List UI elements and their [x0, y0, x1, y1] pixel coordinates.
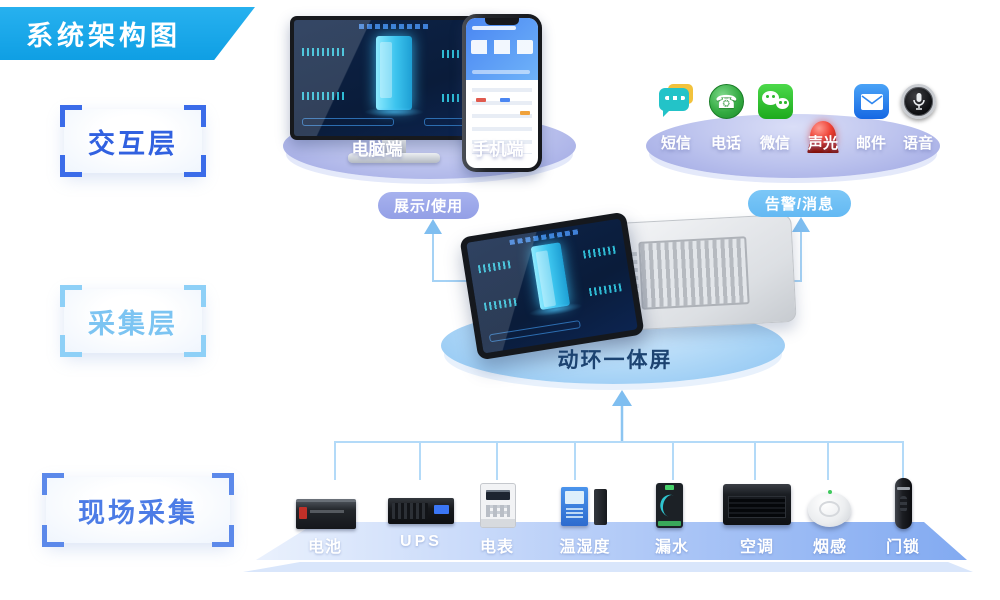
field-label-smoke: 烟感	[812, 539, 848, 556]
channel-label-wechat: 微信	[759, 135, 791, 152]
layer-tag-field: 现场采集	[42, 473, 234, 547]
arrow-up-alert	[792, 217, 810, 232]
bracket-corner	[60, 105, 82, 127]
ups-icon	[388, 498, 454, 524]
bracket-corner	[60, 335, 82, 357]
bracket-corner	[184, 335, 206, 357]
bracket-corner	[60, 285, 82, 307]
channel-label-phone: 电话	[710, 135, 742, 152]
air-conditioner-icon	[723, 484, 791, 525]
field-platform-shadow	[243, 562, 973, 572]
alert-platform-ellipse	[646, 114, 940, 178]
siren-icon	[807, 119, 839, 154]
flow-pill-display: 展示/使用	[378, 192, 479, 219]
layer-label-field: 现场采集	[78, 497, 198, 528]
heatsink-fins	[638, 236, 750, 310]
cabinet-graphic	[530, 242, 571, 311]
field-label-battery: 电池	[307, 539, 343, 556]
terminal-label-pc: 电脑端	[351, 140, 403, 159]
envelope-glyph	[860, 93, 883, 110]
channel-label-siren: 声光	[807, 135, 839, 152]
sms-bubble-icon	[659, 84, 693, 119]
bracket-corner	[42, 525, 64, 547]
tablet-front-icon	[459, 211, 645, 361]
cabinet-graphic	[364, 36, 424, 117]
power-meter-icon	[480, 483, 516, 528]
layer-label-collection: 采集层	[88, 308, 178, 339]
field-label-door-lock: 门锁	[885, 539, 921, 556]
field-label-ac: 空调	[739, 539, 775, 556]
field-label-temp-humidity: 温湿度	[559, 539, 611, 556]
voice-mic-icon	[901, 84, 936, 119]
bracket-corner	[184, 105, 206, 127]
bracket-corner	[212, 473, 234, 495]
water-leak-icon	[656, 483, 683, 528]
arrow-up-gateway	[612, 390, 632, 406]
field-label-meter: 电表	[479, 539, 515, 556]
wechat-icon	[758, 84, 793, 119]
arrow-up-display	[424, 219, 442, 234]
temp-humidity-icon	[561, 487, 607, 526]
bracket-corner	[212, 525, 234, 547]
channel-label-voice: 语音	[902, 135, 934, 152]
bracket-corner	[60, 155, 82, 177]
bracket-corner	[42, 473, 64, 495]
field-label-water-leak: 漏水	[654, 539, 690, 556]
smoke-detector-icon	[808, 490, 851, 527]
battery-icon	[296, 499, 356, 529]
microphone-glyph	[912, 93, 925, 110]
flow-pill-alert: 告警/消息	[748, 190, 851, 217]
monitor-stand	[382, 140, 406, 155]
layer-tag-collection: 采集层	[60, 285, 206, 357]
field-platform	[256, 522, 967, 560]
channel-label-mail: 邮件	[855, 135, 887, 152]
layer-tag-interaction: 交互层	[60, 105, 206, 177]
door-lock-icon	[895, 478, 912, 529]
bracket-corner	[184, 155, 206, 177]
smartphone-icon	[462, 14, 542, 172]
channel-label-sms: 短信	[660, 135, 692, 152]
monitor-base	[348, 153, 440, 163]
terminal-label-mobile: 手机端	[472, 140, 524, 159]
phone-screen	[466, 18, 538, 168]
page-title: 系统架构图	[0, 7, 255, 60]
layer-label-interaction: 交互层	[88, 128, 178, 159]
tablet-dashboard	[466, 218, 638, 354]
telephone-icon: ☎	[709, 84, 744, 119]
gateway-label: 动环一体屏	[557, 349, 673, 372]
field-label-ups: UPS	[400, 533, 442, 550]
phone-notch	[485, 18, 519, 25]
bracket-corner	[184, 285, 206, 307]
mail-icon	[854, 84, 889, 119]
